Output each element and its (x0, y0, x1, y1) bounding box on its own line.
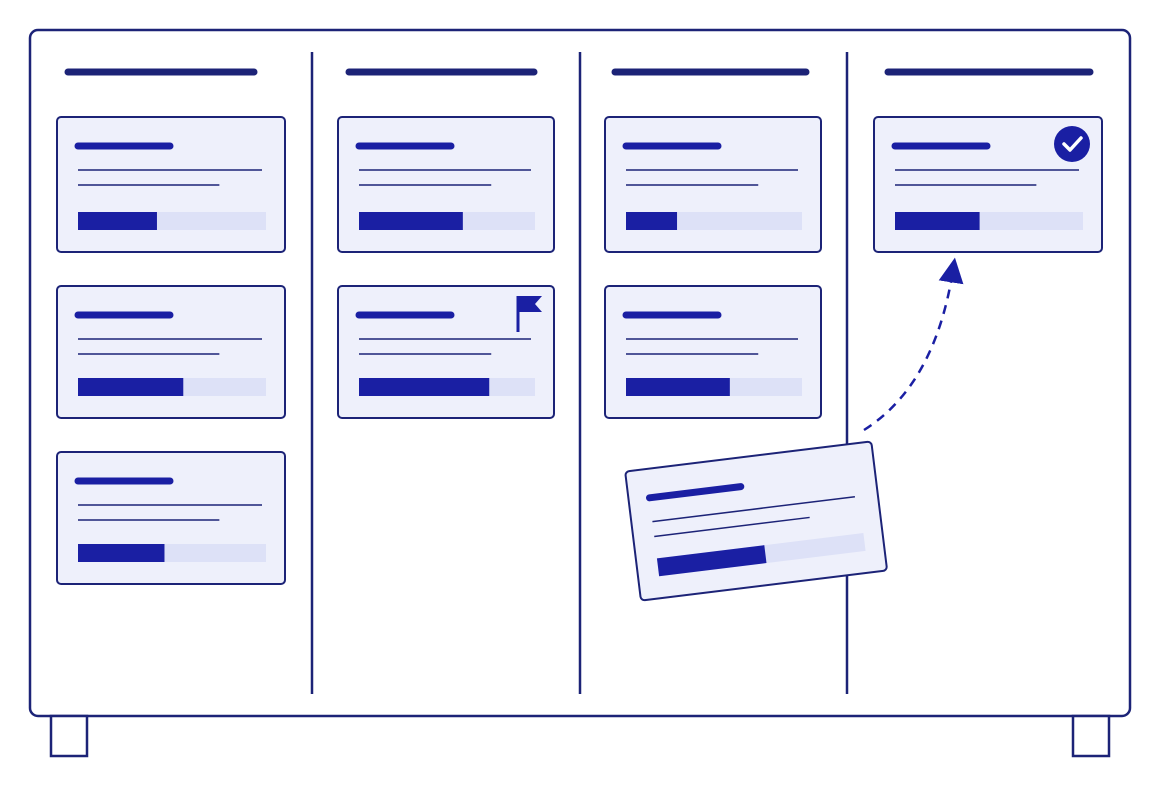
task-card (337, 285, 555, 419)
flag-cloth (518, 296, 542, 312)
progress-fill (359, 378, 490, 396)
task-card (624, 440, 888, 602)
progress-fill (626, 212, 678, 230)
task-card (56, 451, 286, 585)
progress-fill (78, 212, 157, 230)
board-leg-left (49, 714, 89, 758)
card-body (56, 451, 286, 585)
progress-fill (626, 378, 730, 396)
check-mark (1062, 136, 1083, 152)
check-circle-icon (1054, 126, 1090, 162)
task-card (873, 116, 1103, 253)
cards-layer (56, 116, 1103, 602)
progress-fill (78, 544, 165, 562)
flag-icon (516, 296, 542, 332)
move-arrow (863, 257, 964, 432)
task-card (604, 116, 822, 253)
task-card (604, 285, 822, 419)
moving-task-card (624, 440, 888, 602)
check-circle-icon-bg (1054, 126, 1090, 162)
card-body (56, 285, 286, 419)
card-title-bar (646, 483, 745, 502)
card-body (604, 285, 822, 419)
task-card (56, 116, 286, 253)
progress-fill (78, 378, 184, 396)
progress-fill (359, 212, 463, 230)
card-text-line (654, 516, 810, 538)
progress-fill (656, 545, 767, 577)
task-card (337, 116, 555, 253)
progress-fill (895, 212, 980, 230)
card-text-line (652, 496, 855, 523)
task-card (56, 285, 286, 419)
board-leg-right (1071, 714, 1111, 758)
